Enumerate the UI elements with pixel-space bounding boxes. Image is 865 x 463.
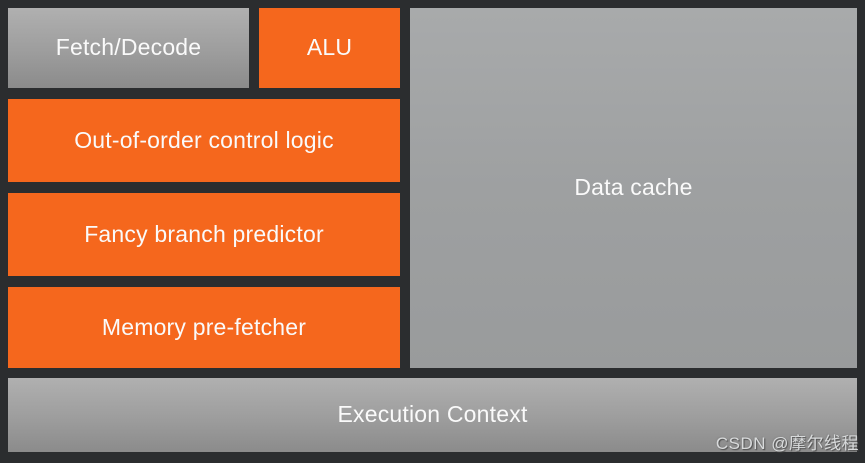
- execution-context-label: Execution Context: [337, 401, 528, 428]
- memory-pre-fetcher-label: Memory pre-fetcher: [101, 313, 307, 340]
- csdn-watermark: CSDN @摩尔线程: [715, 434, 859, 453]
- block-alu: ALU: [259, 8, 400, 88]
- block-memory-pre-fetcher: Memory pre-fetcher: [8, 287, 400, 368]
- fancy-branch-predictor-label: Fancy branch predictor: [84, 220, 324, 247]
- data-cache-label: Data cache: [574, 174, 693, 201]
- out-of-order-control-logic-label: Out-of-order control logic: [74, 126, 334, 153]
- block-execution-context: Execution Context: [8, 378, 857, 452]
- alu-label: ALU: [306, 34, 353, 61]
- block-out-of-order-control-logic: Out-of-order control logic: [8, 99, 400, 182]
- block-fetch-decode: Fetch/Decode: [8, 8, 249, 88]
- fetch-decode-label: Fetch/Decode: [55, 34, 202, 61]
- block-fancy-branch-predictor: Fancy branch predictor: [8, 193, 400, 276]
- block-data-cache: Data cache: [410, 8, 857, 368]
